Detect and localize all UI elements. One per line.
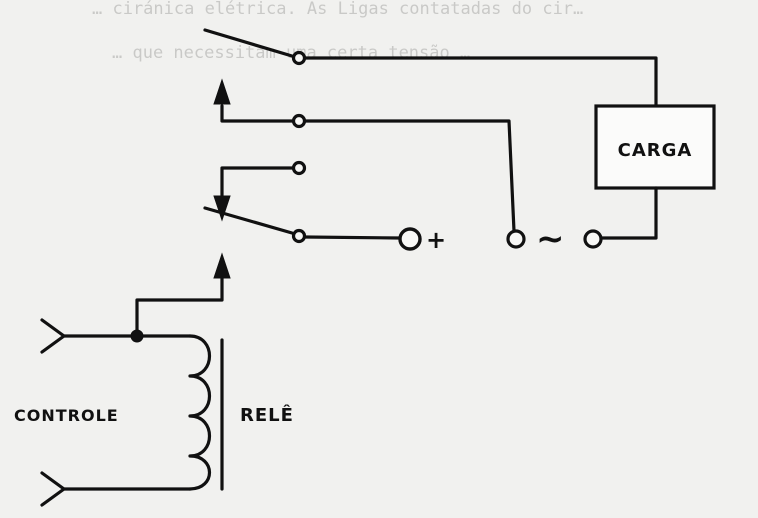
relay-coil xyxy=(188,334,212,491)
positive-sign: + xyxy=(426,226,447,254)
control-label: CONTROLE xyxy=(14,406,119,425)
relay-armature-arrow xyxy=(213,252,231,279)
load-label: CARGA xyxy=(618,140,693,161)
switch-3-common-terminal xyxy=(291,228,307,244)
switch-1-terminal xyxy=(291,50,307,66)
wire-switch-1-to-load xyxy=(303,56,658,108)
switch-3-nc-arm xyxy=(220,166,294,198)
switch-1-blade xyxy=(203,28,294,58)
switch-3-return-arrow xyxy=(213,195,231,222)
positive-supply-terminal xyxy=(398,227,422,251)
switch-3-nc-terminal xyxy=(291,160,307,176)
switch-3-blade xyxy=(203,206,294,235)
control-junction-dot xyxy=(130,329,144,343)
wire-switch-2-to-ac-source xyxy=(303,119,516,233)
control-input-lower-arrow xyxy=(40,471,66,507)
ac-source-symbol: ~ xyxy=(536,219,566,259)
relay-label: RELÊ xyxy=(240,404,294,426)
switch-2-terminal xyxy=(291,113,307,129)
wire-switch-3-to-positive xyxy=(303,235,401,240)
bleed-through-text-line-2: … que necessitam uma certa tensão … xyxy=(112,43,470,63)
wire-load-to-ac-source xyxy=(599,186,658,240)
bleed-through-text-line-1: … ciránica elétrica. As Ligas contatadas… xyxy=(92,0,583,19)
ac-source-terminal-right xyxy=(583,229,603,249)
control-input-upper-arrow xyxy=(40,318,66,354)
switch-2-contact-arm xyxy=(220,104,294,123)
ac-source-terminal-left xyxy=(506,229,526,249)
switch-2-actuation-arrow xyxy=(213,78,231,105)
relay-armature-link xyxy=(135,276,224,338)
